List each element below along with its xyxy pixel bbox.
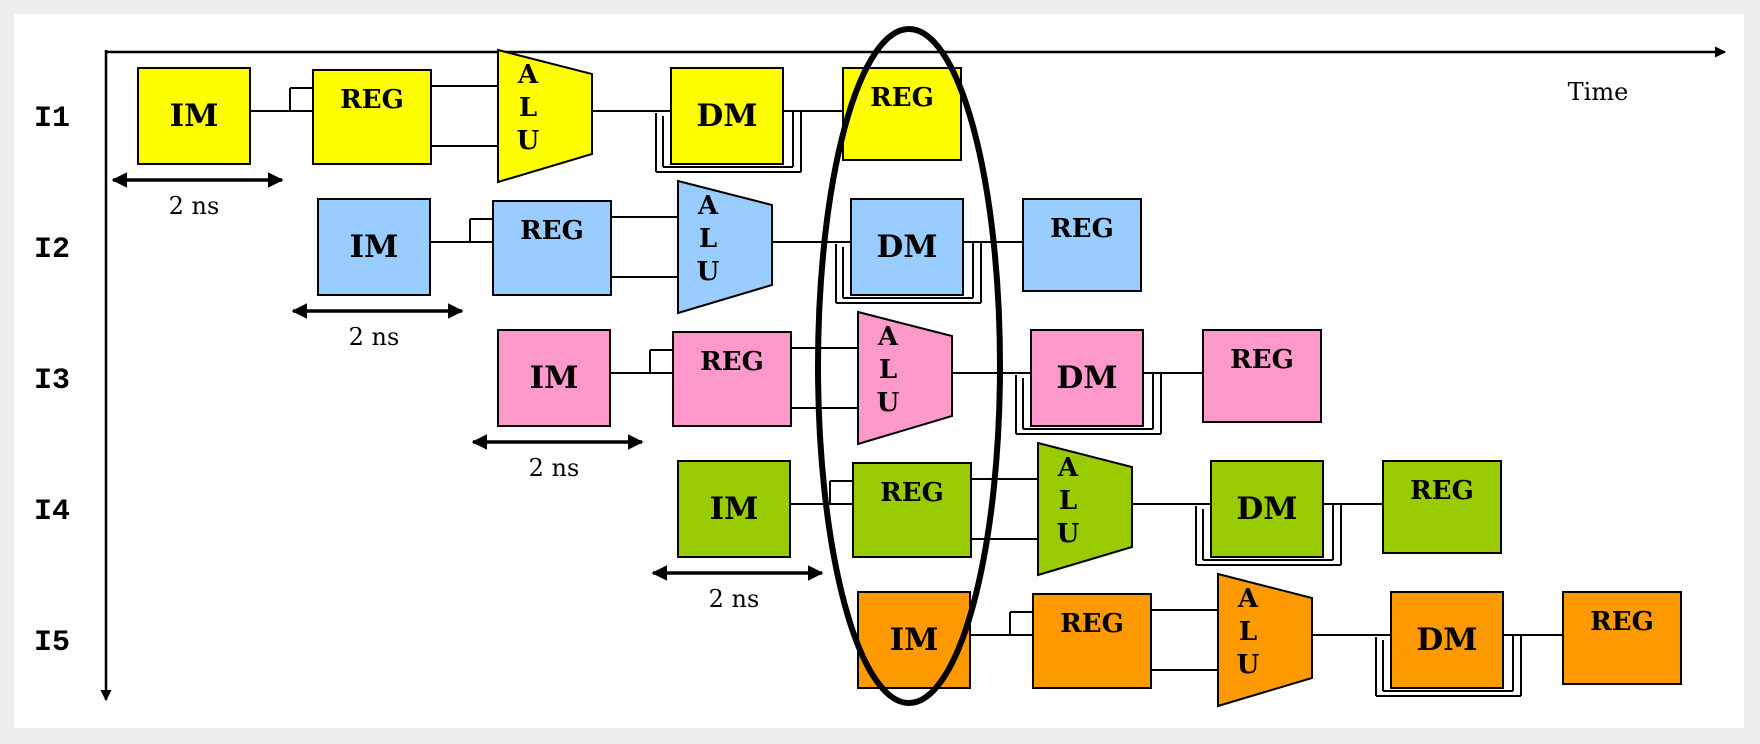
- alu-stage-letter: L: [519, 93, 537, 123]
- reg-read-stage-label: REG: [700, 347, 764, 377]
- dm-stage-label: DM: [1056, 360, 1117, 396]
- reg-read-stage-label: REG: [1060, 609, 1124, 639]
- duration-label: 2 ns: [169, 192, 220, 220]
- dm-stage-box: [850, 198, 964, 296]
- im-stage-box: [317, 198, 431, 296]
- time-axis-label: Time: [1568, 78, 1629, 106]
- alu-stage-letter: L: [1059, 486, 1077, 516]
- dm-stage-label: DM: [696, 98, 757, 134]
- alu-stage-letter: L: [879, 355, 897, 385]
- dm-stage-box: [1210, 460, 1324, 558]
- im-stage-label: IM: [890, 622, 939, 658]
- alu-stage-letter: A: [1237, 584, 1259, 614]
- alu-stage-letter: L: [699, 224, 717, 254]
- alu-stage-letter: A: [517, 60, 539, 90]
- dm-stage-label: DM: [876, 229, 937, 265]
- duration-label: 2 ns: [349, 323, 400, 351]
- alu-stage-shape: [1217, 572, 1313, 708]
- im-stage-label: IM: [350, 229, 399, 265]
- reg-read-stage-box: [312, 69, 432, 165]
- alu-stage-letter: U: [1057, 519, 1080, 549]
- duration-label: 2 ns: [529, 454, 580, 482]
- instruction-label: I5: [34, 626, 70, 660]
- reg-write-stage-label: REG: [1230, 345, 1294, 375]
- instruction-label: I1: [34, 102, 70, 136]
- alu-stage-shape: [857, 310, 953, 446]
- dm-stage-label: DM: [1236, 491, 1297, 527]
- instruction-label: I2: [34, 233, 70, 267]
- im-stage-label: IM: [170, 98, 219, 134]
- im-stage-label: IM: [710, 491, 759, 527]
- im-stage-box: [137, 67, 251, 165]
- alu-stage-letter: U: [1237, 650, 1260, 680]
- instruction-row-5: I5 IM REG ALU DM REG: [34, 572, 1682, 708]
- reg-write-stage-label: REG: [1590, 607, 1654, 637]
- alu-stage-shape: [677, 179, 773, 315]
- reg-read-stage-box: [672, 331, 792, 427]
- reg-read-stage-box: [1032, 593, 1152, 689]
- dm-stage-box: [1390, 591, 1504, 689]
- reg-write-stage-label: REG: [1410, 476, 1474, 506]
- im-stage-box: [857, 591, 971, 689]
- reg-read-stage-box: [492, 200, 612, 296]
- im-stage-label: IM: [530, 360, 579, 396]
- reg-write-stage-box: [1382, 460, 1502, 554]
- dm-stage-box: [1030, 329, 1144, 427]
- im-stage-box: [497, 329, 611, 427]
- reg-write-stage-box: [1022, 198, 1142, 292]
- reg-write-stage-box: [842, 67, 962, 161]
- alu-stage-shape: [1037, 441, 1133, 577]
- reg-write-stage-box: [1562, 591, 1682, 685]
- alu-stage-letter: A: [697, 191, 719, 221]
- alu-stage-letter: U: [517, 126, 540, 156]
- reg-read-stage-box: [852, 462, 972, 558]
- reg-read-stage-label: REG: [340, 85, 404, 115]
- im-stage-box: [677, 460, 791, 558]
- duration-label: 2 ns: [709, 585, 760, 613]
- dm-stage-label: DM: [1416, 622, 1477, 658]
- alu-stage-letter: A: [1057, 453, 1079, 483]
- reg-write-stage-label: REG: [1050, 214, 1114, 244]
- reg-read-stage-label: REG: [880, 478, 944, 508]
- instruction-label: I3: [34, 364, 70, 398]
- alu-stage-letter: A: [877, 322, 899, 352]
- reg-write-stage-label: REG: [870, 83, 934, 113]
- highlight-ellipse: [815, 26, 1003, 706]
- dm-stage-box: [670, 67, 784, 165]
- alu-stage-letter: U: [877, 388, 900, 418]
- reg-write-stage-box: [1202, 329, 1322, 423]
- alu-stage-letter: U: [697, 257, 720, 287]
- alu-stage-letter: L: [1239, 617, 1257, 647]
- alu-stage-shape: [497, 48, 593, 184]
- reg-read-stage-label: REG: [520, 216, 584, 246]
- instruction-label: I4: [34, 495, 70, 529]
